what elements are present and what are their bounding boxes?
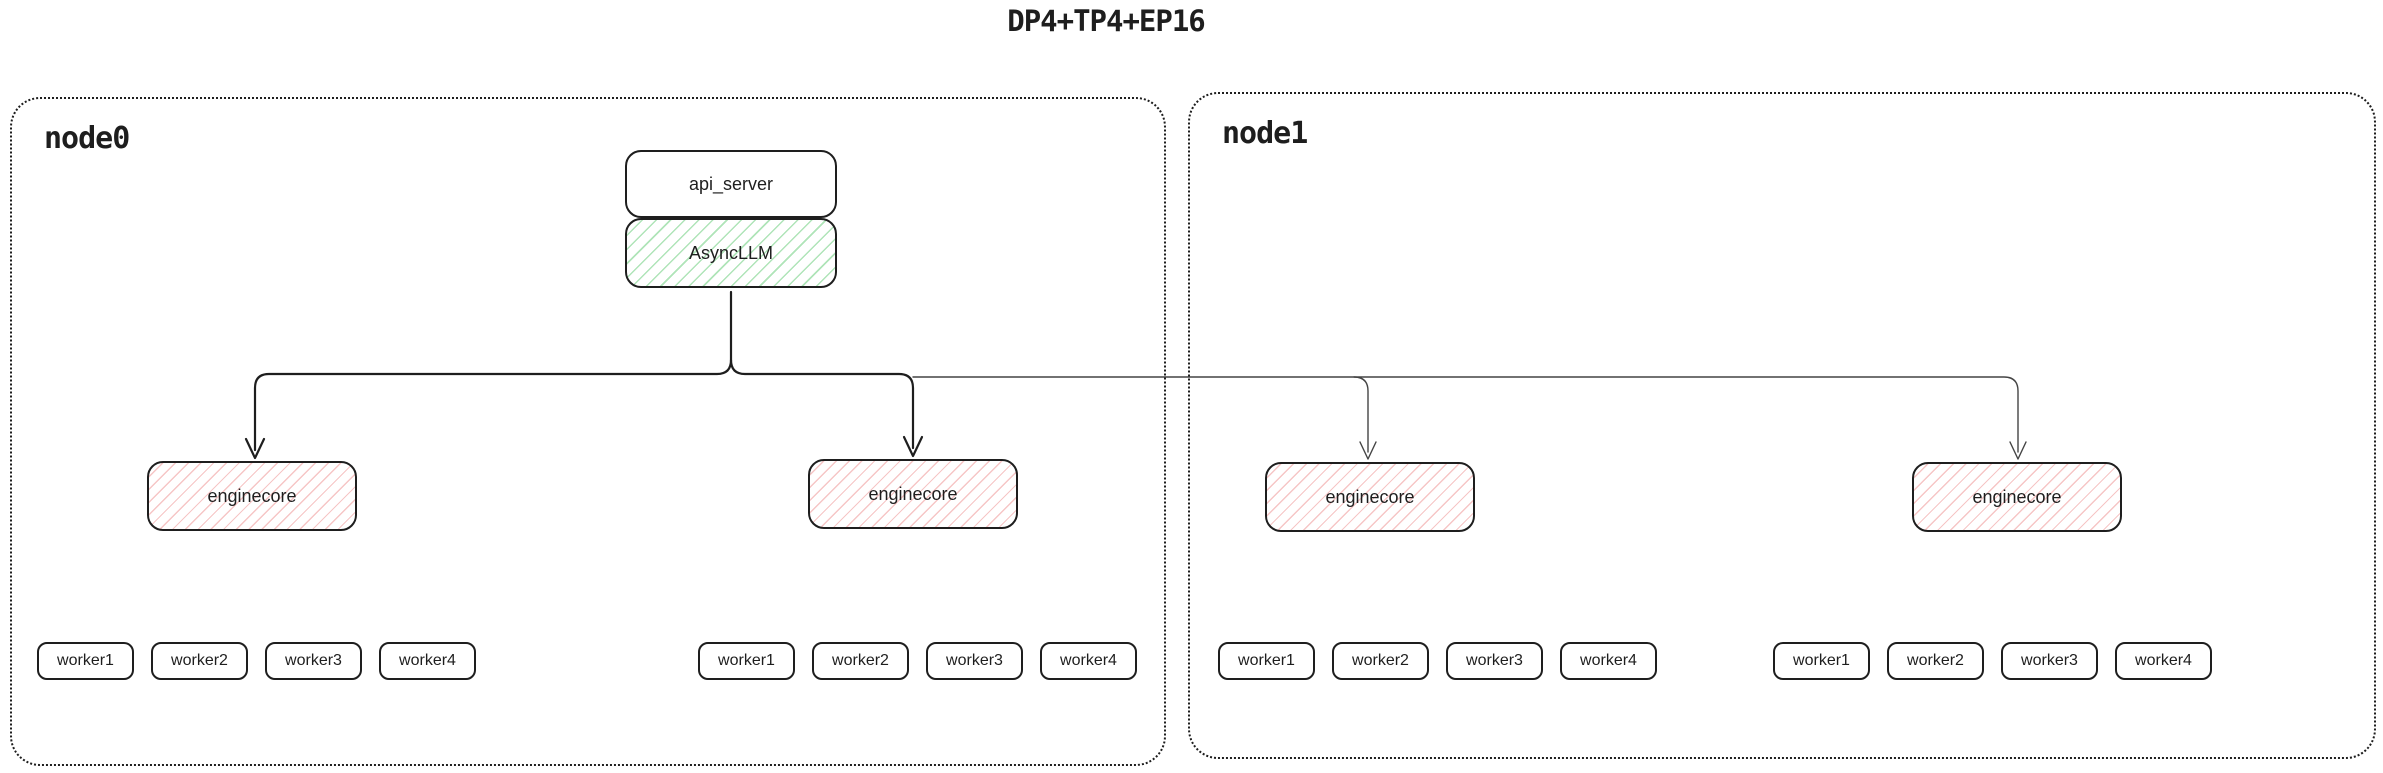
api-server-box: api_server [625, 150, 837, 218]
async-llm-box: AsyncLLM [625, 218, 837, 288]
enginecore-box: enginecore [1265, 462, 1475, 532]
worker-group-node1-enginecore1: worker1 worker2 worker3 worker4 [1218, 642, 1657, 680]
worker-box: worker2 [151, 642, 248, 680]
node0-label: node0 [44, 121, 130, 156]
enginecore-box: enginecore [147, 461, 357, 531]
worker-box: worker2 [1332, 642, 1429, 680]
worker-group-node0-enginecore1: worker1 worker2 worker3 worker4 [37, 642, 476, 680]
worker-box: worker4 [1560, 642, 1657, 680]
worker-box: worker1 [1218, 642, 1315, 680]
worker-box: worker3 [265, 642, 362, 680]
worker-box: worker3 [1446, 642, 1543, 680]
worker-box: worker4 [2115, 642, 2212, 680]
worker-box: worker4 [379, 642, 476, 680]
node1-label: node1 [1222, 116, 1308, 151]
worker-box: worker3 [926, 642, 1023, 680]
enginecore-box: enginecore [1912, 462, 2122, 532]
enginecore-box: enginecore [808, 459, 1018, 529]
worker-group-node0-enginecore2: worker1 worker2 worker3 worker4 [698, 642, 1137, 680]
diagram-title: DP4+TP4+EP16 [1007, 4, 1206, 38]
worker-group-node1-enginecore2: worker1 worker2 worker3 worker4 [1773, 642, 2212, 680]
worker-box: worker4 [1040, 642, 1137, 680]
worker-box: worker1 [1773, 642, 1870, 680]
worker-box: worker2 [812, 642, 909, 680]
worker-box: worker1 [37, 642, 134, 680]
worker-box: worker2 [1887, 642, 1984, 680]
worker-box: worker1 [698, 642, 795, 680]
worker-box: worker3 [2001, 642, 2098, 680]
